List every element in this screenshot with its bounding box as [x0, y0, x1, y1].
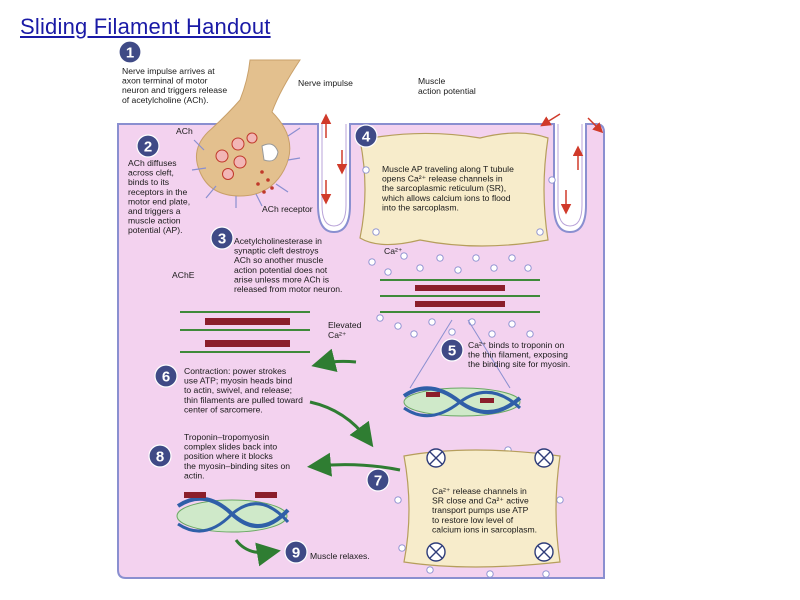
calcium-ion — [524, 264, 532, 272]
t-tubule-left — [321, 124, 347, 227]
step-4-number: 4 — [362, 129, 371, 146]
calcium-ion — [508, 320, 516, 328]
flow-arrows — [234, 348, 401, 567]
calcium-ion — [362, 166, 370, 174]
calcium-ion — [416, 264, 424, 272]
step-9-number: 9 — [292, 545, 300, 562]
calcium-ion — [488, 330, 496, 338]
filaments-left — [180, 311, 310, 353]
calcium-ion — [448, 328, 456, 336]
step-1-badge — [118, 40, 142, 64]
sarcoplasmic-reticulum-relaxed — [403, 449, 561, 568]
step-8-badge — [148, 444, 172, 468]
step-9-caption: Muscle relaxes. — [310, 551, 370, 561]
ach-label: ACh — [176, 126, 193, 136]
step-7-badge — [366, 468, 390, 492]
calcium-ion — [454, 266, 462, 274]
calcium-ion — [486, 570, 494, 578]
calcium-ion — [368, 258, 376, 266]
action-potential-arrows — [320, 113, 604, 215]
thin-filament-step8 — [176, 492, 290, 533]
slide-title: Sliding Filament Handout — [20, 14, 271, 39]
calcium-ion — [548, 176, 556, 184]
calcium-ion — [410, 330, 418, 338]
filaments-upper — [380, 279, 540, 313]
calcium-ion — [426, 566, 434, 574]
calcium-ion — [394, 496, 402, 504]
step-7-number: 7 — [374, 473, 382, 490]
thin-filament-step5 — [402, 386, 522, 418]
terminal-spikes — [191, 127, 301, 208]
calcium-ion — [536, 228, 544, 236]
calcium-ion — [526, 330, 534, 338]
calcium-ion — [508, 254, 516, 262]
step-3-badge — [210, 226, 234, 250]
step-5-badge — [440, 338, 464, 362]
step-3-number: 3 — [218, 231, 226, 248]
calcium-ion — [400, 252, 408, 260]
step-2-badge — [136, 134, 160, 158]
zoom-lines — [409, 319, 511, 389]
calcium-ion — [556, 496, 564, 504]
step-5-number: 5 — [448, 343, 456, 360]
calcium-ion — [394, 322, 402, 330]
calcium-ion — [398, 544, 406, 552]
calcium-ion — [472, 254, 480, 262]
step-2-number: 2 — [144, 139, 152, 156]
step-badges: 1 2 3 4 5 6 7 8 9 — [118, 40, 464, 564]
t-tubule-right — [557, 124, 583, 227]
ach-receptor-label: ACh receptor — [262, 204, 313, 214]
calcium-ion — [384, 268, 392, 276]
calcium-ion — [542, 570, 550, 578]
mitochondrion — [261, 143, 279, 162]
step-6-badge — [154, 364, 178, 388]
calcium-ion — [428, 318, 436, 326]
calcium-ion — [490, 264, 498, 272]
calcium-pumps — [426, 448, 554, 562]
step-6-number: 6 — [162, 369, 170, 386]
ache-label: AChE — [172, 270, 195, 280]
synaptic-vesicles — [215, 132, 258, 180]
ach-molecules — [256, 170, 274, 194]
calcium-ion — [436, 254, 444, 262]
nerve-impulse-label: Nerve impulse — [298, 78, 353, 88]
step-8-number: 8 — [156, 449, 164, 466]
calcium-ion — [376, 314, 384, 322]
calcium-ion — [372, 228, 380, 236]
step-1-number: 1 — [126, 45, 134, 62]
step-4-badge — [354, 124, 378, 148]
calcium-label: Ca²⁺ — [384, 246, 403, 256]
sarcoplasmic-reticulum — [359, 132, 549, 247]
step-9-badge — [284, 540, 308, 564]
